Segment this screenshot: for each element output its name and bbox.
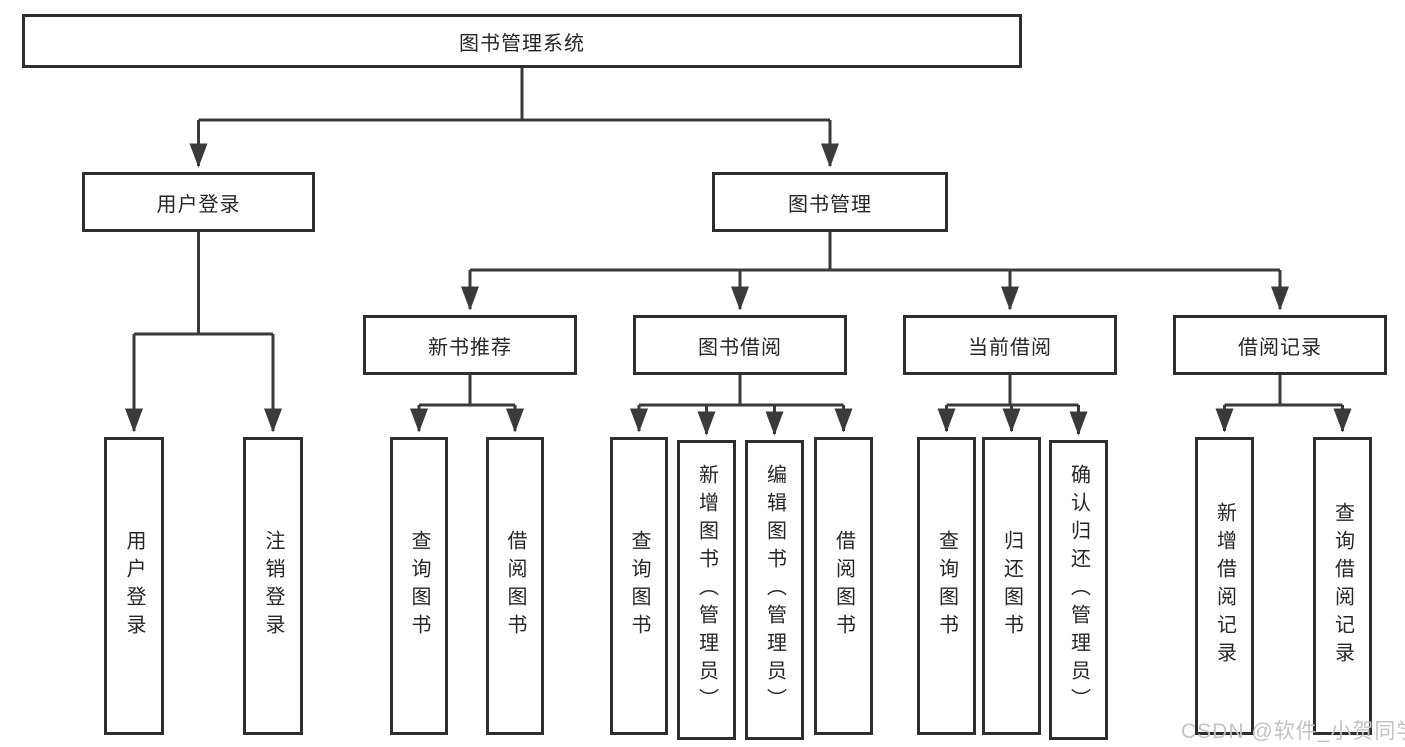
node-leaf-user-login: 用户登录 [104,437,164,735]
node-leaf-borrow-books-borrowing: 借阅图书 [814,437,873,735]
node-book-management-branch: 图书管理 [712,172,948,232]
node-leaf-return-books: 归还图书 [982,437,1041,735]
node-leaf-borrow-books-recommend: 借阅图书 [486,437,544,735]
node-current-borrowing: 当前借阅 [903,315,1117,375]
node-leaf-confirm-return-admin: 确认归还（管理员） [1049,440,1108,740]
node-leaf-query-borrow-record: 查询借阅记录 [1313,437,1372,735]
node-leaf-query-books-current: 查询图书 [917,437,976,735]
node-leaf-add-borrow-record: 新增借阅记录 [1195,437,1254,735]
node-leaf-edit-books-admin: 编辑图书（管理员） [745,440,804,740]
node-leaf-query-books-borrowing: 查询图书 [610,437,668,735]
node-user-login-branch: 用户登录 [82,172,315,232]
node-borrowing-records: 借阅记录 [1173,315,1387,375]
node-leaf-add-books-admin: 新增图书（管理员） [677,440,736,740]
csdn-watermark: CSDN @软件_小贺同学 [1181,720,1405,743]
node-new-book-recommendation: 新书推荐 [363,315,577,375]
node-book-borrowing: 图书借阅 [633,315,847,375]
node-leaf-logout: 注销登录 [243,437,303,735]
node-library-management-system: 图书管理系统 [22,14,1022,68]
node-leaf-query-books-recommend: 查询图书 [390,437,448,735]
